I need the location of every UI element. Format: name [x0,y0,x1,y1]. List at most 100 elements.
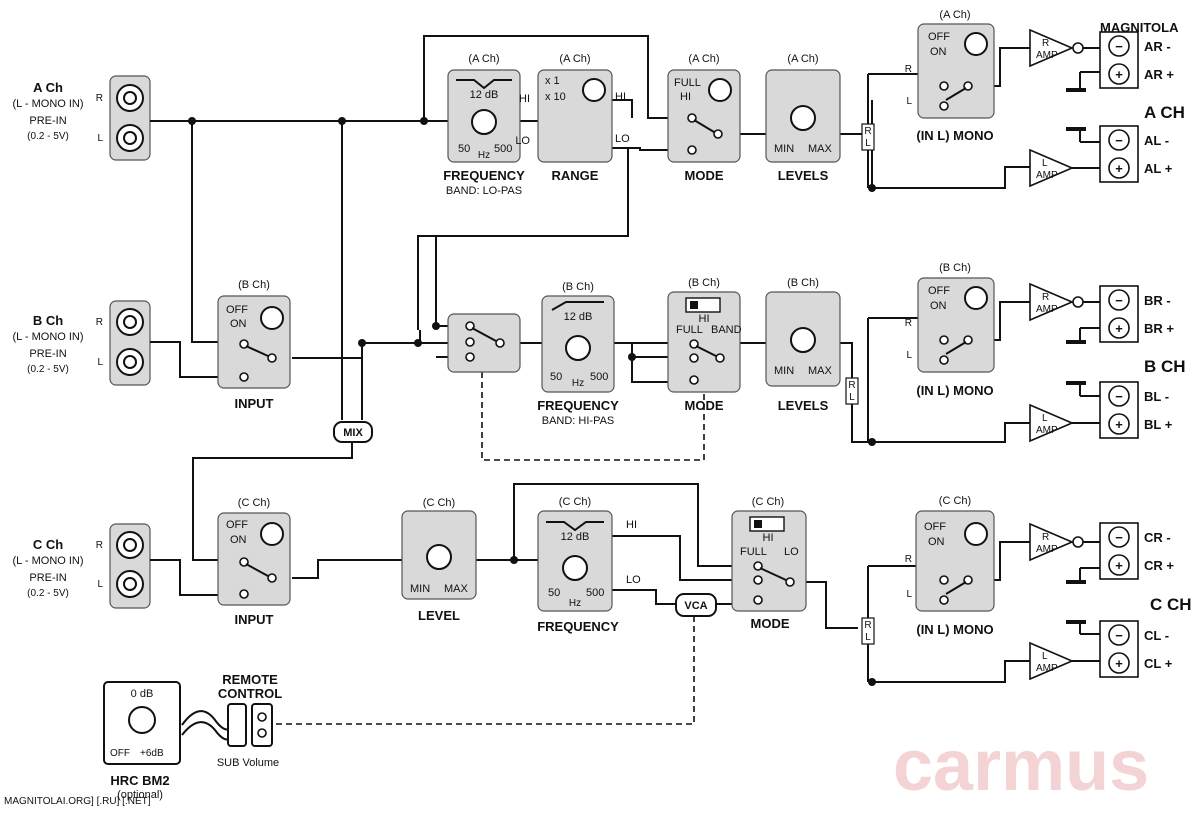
svg-text:Hz: Hz [478,150,490,161]
input-block-c: C Ch (L - MONO IN) PRE-IN (0.2 - 5V) R L [12,523,151,609]
input-b-sub: (L - MONO IN) [12,331,83,343]
svg-text:LO: LO [515,135,530,147]
svg-text:R: R [905,64,912,75]
svg-text:(C Ch): (C Ch) [423,497,455,509]
b-mono-label: (IN L) MONO [916,383,993,398]
svg-text:ON: ON [230,534,247,546]
a-rl-connector: R L [861,123,875,151]
hrc-plus-label: +6dB [140,748,164,759]
svg-text:L: L [849,392,855,403]
b-term-l-minus: BL - [1144,389,1169,404]
c-mono-label: (IN L) MONO [916,622,993,637]
svg-text:ON: ON [928,536,945,548]
svg-text:LO: LO [615,133,630,145]
a-mono-block: (A Ch) OFF ON R L (IN L) MONO [905,9,995,143]
input-c-range: (0.2 - 5V) [27,588,69,599]
a-mono-label: (IN L) MONO [916,128,993,143]
svg-text:L: L [97,133,103,144]
b-term-l-plus: BL + [1144,417,1173,432]
svg-text:FULL: FULL [674,77,701,89]
svg-text:OFF: OFF [928,285,950,297]
svg-text:+: + [1115,67,1123,82]
remote-control: 0 dB OFF +6dB HRC BM2 (optional) REMOTE … [103,672,282,801]
svg-text:12 dB: 12 dB [561,531,590,543]
svg-text:(A Ch): (A Ch) [468,53,499,65]
b-frequency-block: (B Ch) 12 dB 50 500 Hz FREQUENCY BAND: H… [537,281,619,427]
svg-text:OFF: OFF [924,521,946,533]
svg-text:MIN: MIN [774,365,794,377]
a-term-l-minus: AL - [1144,133,1169,148]
svg-text:R: R [905,554,912,565]
svg-text:R: R [1042,532,1049,543]
b-term-r-plus: BR + [1144,321,1174,336]
input-block-a: A Ch (L - MONO IN) PRE-IN (0.2 - 5V) R L [12,75,151,161]
svg-text:HI: HI [699,313,710,325]
c-mode-block: (C Ch) HI FULL LO MODE [731,496,807,631]
svg-text:L: L [865,138,871,149]
svg-text:L: L [906,96,912,107]
svg-text:L: L [906,350,912,361]
svg-text:R: R [1042,292,1049,303]
a-term-r-plus: AR + [1144,67,1174,82]
svg-text:R: R [864,126,871,137]
input-b-range: (0.2 - 5V) [27,364,69,375]
svg-text:MAX: MAX [808,365,833,377]
svg-text:L: L [1042,413,1048,424]
a-frequency-block: (A Ch) 12 dB 50 500 Hz FREQUENCY BAND: L… [443,53,525,197]
svg-text:HI: HI [519,93,530,105]
svg-text:−: − [1115,39,1123,54]
remote-title-2: CONTROL [218,686,282,701]
svg-text:x 10: x 10 [545,91,566,103]
svg-text:(C Ch): (C Ch) [559,496,591,508]
a-mode-label: MODE [685,168,724,183]
svg-text:500: 500 [586,587,604,599]
svg-text:12 dB: 12 dB [470,89,499,101]
svg-text:HI: HI [763,532,774,544]
svg-text:OFF: OFF [226,304,248,316]
watermark-site: MAGNITOLAI.ORG] [.RU] [.NET] [4,796,151,807]
svg-text:OFF: OFF [928,31,950,43]
remote-title-1: REMOTE [222,672,278,687]
svg-text:(A Ch): (A Ch) [688,53,719,65]
svg-text:(A Ch): (A Ch) [787,53,818,65]
b-rl-connector: R L [845,377,859,405]
svg-text:HI: HI [626,519,637,531]
c-term-l-minus: CL - [1144,628,1169,643]
input-b-name: B Ch [33,313,63,328]
svg-text:(C Ch): (C Ch) [238,497,270,509]
svg-text:L: L [1042,651,1048,662]
svg-text:(B Ch): (B Ch) [939,262,971,274]
svg-text:(B Ch): (B Ch) [562,281,594,293]
svg-text:R: R [905,318,912,329]
input-a-range: (0.2 - 5V) [27,131,69,142]
c-term-r-plus: CR + [1144,558,1174,573]
input-a-sub: (L - MONO IN) [12,98,83,110]
svg-text:MIN: MIN [410,583,430,595]
svg-text:(B Ch): (B Ch) [238,279,270,291]
svg-text:R: R [848,380,855,391]
svg-text:MIN: MIN [774,143,794,155]
c-mode-label: MODE [751,616,790,631]
b-mono-block: (B Ch) OFF ON R L (IN L) MONO [905,262,995,398]
svg-text:L: L [1042,158,1048,169]
svg-text:FULL: FULL [740,546,767,558]
svg-text:R: R [96,540,103,551]
svg-text:ON: ON [930,300,947,312]
svg-text:AMP: AMP [1036,544,1058,555]
svg-text:MAX: MAX [808,143,833,155]
svg-text:12 dB: 12 dB [564,311,593,323]
c-input-label: INPUT [235,612,274,627]
svg-text:+: + [1115,558,1123,573]
svg-text:x 1: x 1 [545,75,560,87]
hrc-off-label: OFF [110,748,130,759]
svg-text:(A Ch): (A Ch) [559,53,590,65]
a-term-r-minus: AR - [1144,39,1171,54]
svg-text:BAND: BAND [711,324,742,336]
a-frequency-label: FREQUENCY [443,168,525,183]
svg-text:(B Ch): (B Ch) [688,277,720,289]
svg-text:Hz: Hz [569,598,581,609]
